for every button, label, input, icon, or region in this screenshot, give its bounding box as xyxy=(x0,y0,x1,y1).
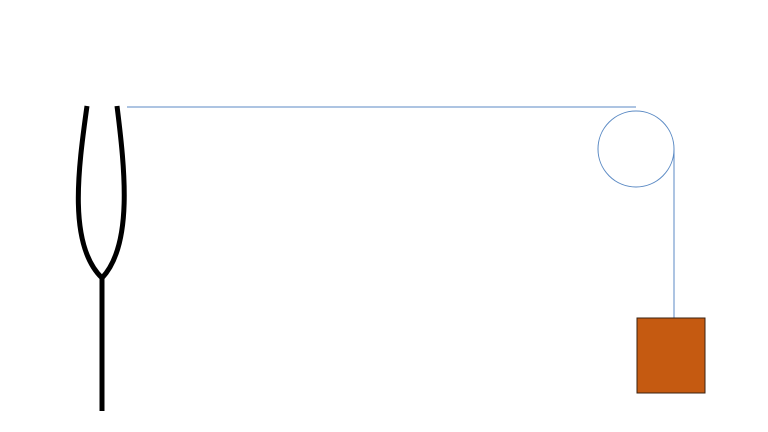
pulley xyxy=(597,110,675,188)
hanging-mass xyxy=(636,317,706,394)
tuning-fork xyxy=(75,105,127,411)
tuning-fork-prongs xyxy=(75,105,127,281)
